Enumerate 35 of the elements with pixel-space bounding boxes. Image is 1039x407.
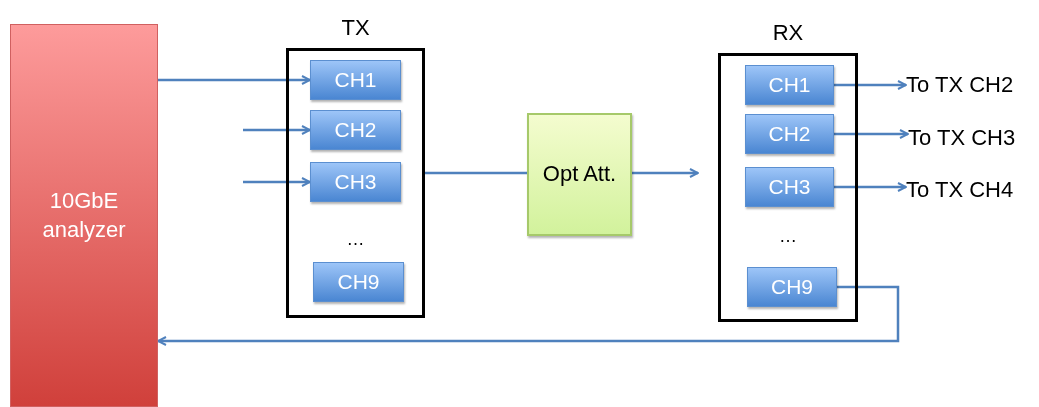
arrow	[243, 125, 311, 135]
group-title: RX	[771, 20, 805, 46]
arrow	[243, 177, 311, 187]
channel-box	[745, 65, 834, 105]
destination-label: To TX CH2	[906, 72, 1014, 98]
attenuator-box	[527, 113, 632, 236]
channel-label: CH1	[334, 68, 377, 92]
ellipsis-label: …	[778, 226, 798, 247]
channel-label: CH2	[334, 118, 377, 142]
arrow	[632, 168, 699, 178]
ellipsis-label: …	[345, 229, 366, 250]
channel-label: CH3	[768, 175, 811, 199]
channel-box	[745, 167, 834, 207]
channel-label: CH2	[768, 122, 811, 146]
channel-box	[313, 262, 404, 302]
channel-box	[310, 110, 401, 150]
box-label: 10GbE analyzer	[41, 186, 127, 244]
analyzer-box	[10, 24, 158, 407]
group-title: TX	[340, 15, 371, 41]
channel-label: CH3	[334, 170, 377, 194]
channel-box	[747, 267, 837, 307]
box-label: Opt Att.	[542, 160, 617, 189]
arrow	[158, 75, 311, 85]
arrow	[157, 285, 900, 346]
destination-label: To TX CH4	[906, 177, 1014, 203]
arrow	[834, 182, 907, 192]
destination-label: To TX CH3	[908, 125, 1016, 151]
channel-label: CH9	[337, 270, 380, 294]
channel-box	[310, 162, 401, 202]
arrow	[834, 80, 907, 90]
channel-box	[310, 60, 401, 100]
channel-label: CH9	[771, 275, 813, 299]
channel-label: CH1	[768, 73, 811, 97]
channel-box	[745, 114, 834, 154]
arrow	[834, 129, 909, 139]
